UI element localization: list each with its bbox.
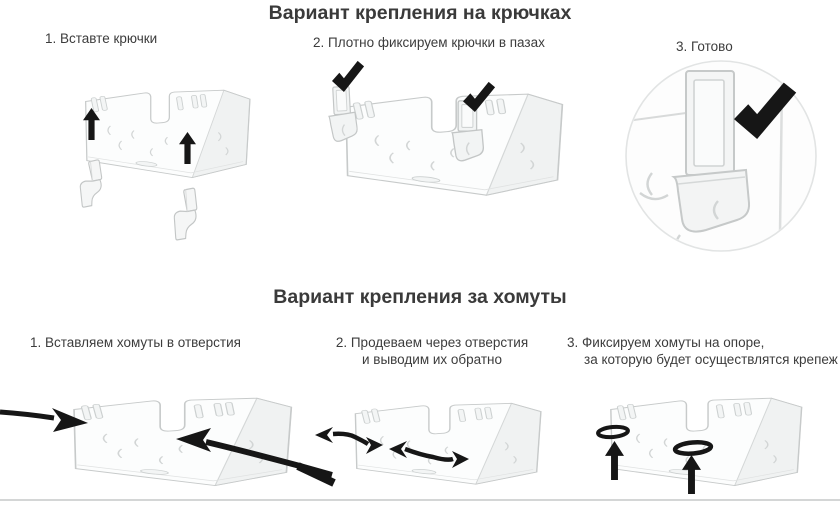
tie-loop-icon [672,440,714,456]
figure-zipties-step2 [296,402,542,487]
figure-hooks-step3 [625,60,817,252]
arrow-left-icon [389,441,407,458]
hook-tab-inner [693,79,725,167]
plastic-box [354,402,542,485]
plastic-box [73,397,293,487]
bottom-divider [0,499,840,501]
arrow-right-icon [452,451,469,468]
arrow-right-icon [366,437,383,454]
section-title-hooks: Вариант крепления на крючках [268,2,572,24]
arrow-left-icon [176,428,211,452]
figure-zipties-step1 [0,397,333,487]
caption-line: за которую будет осуществлятся крепеж [584,352,838,367]
caption-zipties-step3: 3. Фиксируем хомуты на опоре, за которую… [567,334,838,368]
zip-tie-strap [296,462,336,487]
figure-hooks-step2 [326,60,564,197]
zip-tie-strap [0,409,55,421]
caption-line: 3. Фиксируем хомуты на опоре, [567,335,765,350]
caption-hooks-step2: 2. Плотно фиксируем крючки в пазах [313,35,545,50]
zip-tie-strap [205,439,333,478]
caption-line: 1. Вставляем хомуты в отверстия [30,335,241,350]
caption-hooks-step1: 1. Вставте крючки [45,31,158,46]
hook-icon [326,85,359,143]
caption-hooks-step3: 3. Готово [676,39,733,54]
figure-zipties-step3 [596,397,803,494]
closeup-content [627,70,784,250]
hook-body [671,168,751,233]
caption-line: 2. Продеваем через отверстия [335,335,529,350]
hook-icon [171,187,200,241]
figure-hooks-step1 [77,89,251,241]
tie-path [404,446,454,462]
hook-icon [77,159,106,208]
caption-zipties-step1: 1. Вставляем хомуты в отверстия [30,334,241,351]
plastic-box [85,89,251,179]
tie-path [332,431,370,446]
arrow-left-icon [315,427,333,443]
caption-zipties-step2: 2. Продеваем через отверстия и выводим и… [332,334,532,368]
arrow-right-icon [52,408,88,432]
tie-loop-icon [596,424,630,440]
section-title-zipties: Вариант крепления за хомуты [273,286,567,308]
caption-line: и выводим их обратно [362,352,502,367]
